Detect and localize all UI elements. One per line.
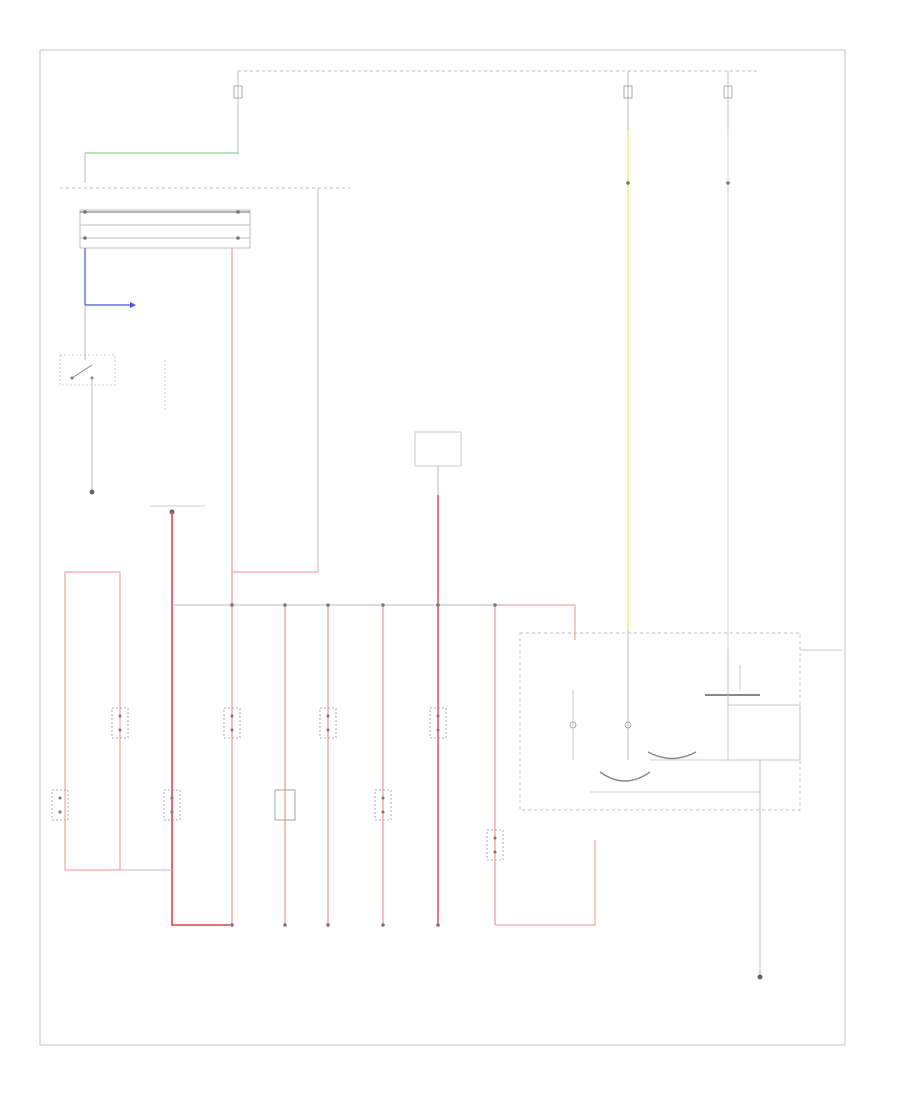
- switch-8: [429, 707, 447, 739]
- connector-block: [150, 505, 205, 515]
- switch-5: [274, 789, 296, 821]
- relay-box: [414, 431, 462, 467]
- switch-3: [163, 789, 181, 821]
- switch-2: [111, 707, 129, 739]
- ground-right: [757, 760, 763, 980]
- switch-6: [319, 707, 337, 739]
- switch-1: [51, 789, 69, 821]
- switch-7: [374, 789, 392, 821]
- switch-9: [486, 829, 504, 861]
- switch-4: [223, 707, 241, 739]
- blue-arrow-icon: [130, 302, 136, 308]
- combination-switch-upper: [79, 209, 251, 249]
- fuse-top-center: [623, 71, 633, 130]
- switch-drops: [231, 495, 596, 926]
- fuse-top-left: [233, 71, 243, 155]
- bus-junctions: [230, 603, 497, 927]
- diagram-frame: [39, 49, 846, 1046]
- ground-left: [89, 440, 95, 495]
- red-wire-left: [171, 512, 230, 926]
- pink-loop-left: [64, 571, 121, 871]
- pink-bus-end: [495, 604, 576, 640]
- combination-switch-lower: [59, 305, 166, 440]
- feed-right: [232, 188, 319, 573]
- fuse-top-right: [723, 71, 733, 130]
- control-unit: [519, 630, 801, 811]
